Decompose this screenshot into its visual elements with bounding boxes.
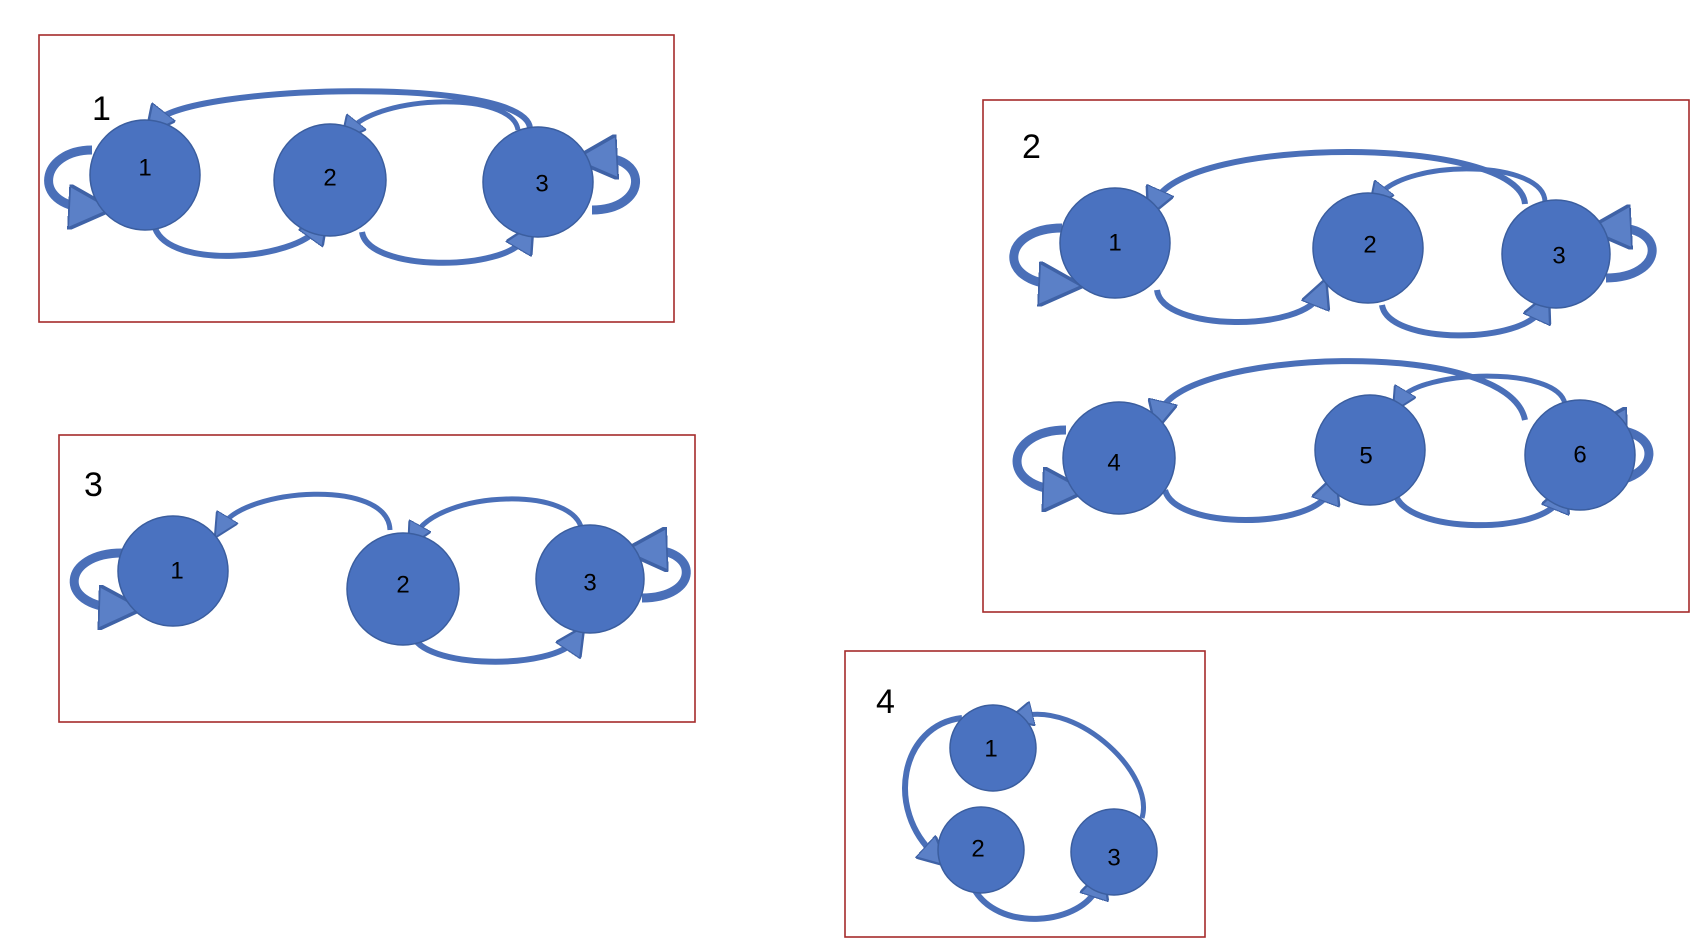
panel-4-node-2: 2 — [937, 806, 1025, 894]
p2-edge-6-4 — [1160, 358, 1528, 420]
p1-edge-self-3 — [592, 158, 640, 215]
p3-edge-self-1 — [69, 548, 122, 608]
panel-2-border — [982, 99, 1690, 613]
panel-4-label: 4 — [876, 683, 895, 721]
p2-edge-5-6 — [1392, 493, 1560, 529]
panel-3-edges — [69, 491, 691, 665]
node-label: 1 — [984, 736, 997, 763]
panel-2-node-4: 4 — [1062, 401, 1176, 515]
node-label: 3 — [535, 171, 548, 198]
panel-3-node-3: 3 — [535, 524, 645, 634]
panel-1-node-2: 2 — [273, 123, 387, 237]
panel-2-node-1: 1 — [1059, 187, 1171, 299]
p2-edge-1-2 — [1154, 290, 1320, 325]
node-label: 5 — [1359, 443, 1372, 470]
panel-2-node-6: 6 — [1524, 399, 1636, 511]
panel-2-node-3: 3 — [1501, 199, 1611, 309]
panel-3-label: 3 — [84, 466, 103, 504]
p2-edge-self-3 — [1606, 228, 1657, 283]
panel-2-node-2: 2 — [1312, 192, 1424, 304]
p3-edge-2-1 — [222, 491, 393, 530]
p3-edge-3-2 — [415, 496, 585, 535]
node-label: 1 — [1108, 230, 1121, 257]
panel-4-border — [844, 650, 1206, 938]
p4-edge-2-3 — [969, 885, 1098, 922]
p1-edge-2-3 — [359, 232, 525, 266]
node-label: 2 — [396, 572, 409, 599]
p3-edge-2-3 — [409, 633, 575, 665]
p2-edge-3-2 — [1378, 166, 1548, 202]
panel-3-node-2: 2 — [346, 532, 460, 646]
panel-3-node-1: 1 — [117, 515, 229, 627]
node-label: 2 — [323, 165, 336, 192]
p1-edge-3-2 — [350, 99, 521, 130]
p2-edge-self-1 — [1009, 223, 1062, 285]
node-label: 3 — [1107, 845, 1120, 872]
node-label: 3 — [1552, 243, 1565, 270]
node-label: 4 — [1107, 450, 1120, 477]
p3-edge-self-3 — [642, 550, 691, 603]
panel-1-label: 1 — [92, 90, 111, 128]
panel-4-node-1: 1 — [949, 704, 1037, 792]
p2-edge-3-1 — [1155, 149, 1528, 204]
panel-2-node-5: 5 — [1314, 394, 1426, 506]
node-label: 1 — [170, 558, 183, 585]
p4-edge-1-2 — [902, 715, 963, 855]
panel-1-edges — [44, 88, 640, 266]
panel-1: 1 1 2 3 — [38, 34, 675, 323]
panel-1-border — [38, 34, 675, 323]
panel-3: 3 1 2 3 — [58, 434, 696, 723]
node-label: 2 — [1363, 232, 1376, 259]
panel-4: 4 1 2 3 — [844, 650, 1206, 938]
p1-edge-1-2 — [152, 228, 318, 259]
panel-2: 2 1 2 3 — [982, 99, 1690, 613]
node-label: 1 — [138, 155, 151, 182]
panel-2-label: 2 — [1022, 128, 1041, 166]
panel-4-edges — [902, 714, 1146, 922]
p2-edge-self-4 — [1012, 425, 1066, 490]
node-label: 2 — [971, 836, 984, 863]
node-label: 6 — [1573, 442, 1586, 469]
p1-edge-self-1 — [44, 145, 92, 208]
p2-edge-2-3 — [1379, 305, 1542, 339]
p2-edge-6-5 — [1400, 373, 1568, 404]
panel-1-node-1: 1 — [89, 119, 201, 231]
p1-edge-3-1 — [156, 88, 533, 128]
panel-1-node-3: 3 — [482, 126, 594, 238]
panel-4-node-3: 3 — [1070, 808, 1158, 896]
panel-2-edges — [1009, 149, 1657, 529]
node-label: 3 — [583, 570, 596, 597]
p2-edge-4-5 — [1162, 490, 1330, 523]
p4-edge-3-1 — [1022, 714, 1146, 819]
panel-3-border — [58, 434, 696, 723]
